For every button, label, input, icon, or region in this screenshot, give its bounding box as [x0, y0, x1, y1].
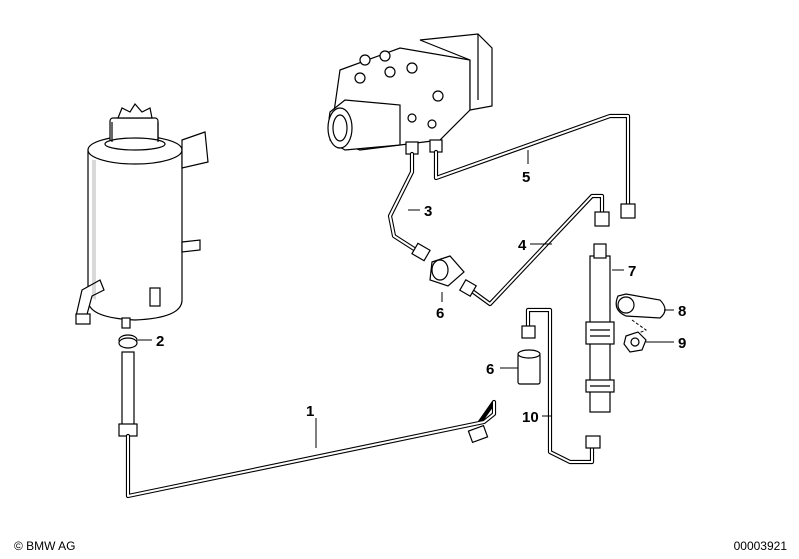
brake-pipe-10[interactable]: [521, 307, 601, 465]
copyright-label: © BMW AG: [14, 539, 76, 553]
callout-8: 8: [678, 303, 686, 320]
brake-pipe-3[interactable]: [387, 151, 431, 262]
leader-lines: [138, 150, 674, 448]
hex-nut[interactable]: [623, 331, 647, 353]
document-number: 00003921: [733, 539, 787, 553]
callout-10: 10: [522, 409, 539, 426]
callout-6-upper: 6: [436, 305, 444, 322]
brake-pipe-4[interactable]: [458, 193, 610, 307]
callout-2: 2: [156, 333, 164, 350]
callout-7: 7: [628, 263, 636, 280]
pipe-connector-upper[interactable]: [429, 255, 465, 287]
hose-clamp[interactable]: [118, 334, 138, 349]
callout-9: 9: [678, 335, 686, 352]
pressure-rod[interactable]: [585, 243, 615, 413]
brake-pipe-5[interactable]: [433, 113, 636, 219]
callout-3: 3: [424, 203, 432, 220]
brake-hose[interactable]: [118, 351, 138, 437]
callout-6-lower: 6: [486, 361, 494, 378]
callout-1: 1: [306, 403, 314, 420]
pipe-connector-lower[interactable]: [517, 349, 541, 385]
callout-4: 4: [518, 237, 527, 254]
pipe-clip[interactable]: [615, 293, 666, 335]
brake-pipe-1[interactable]: [125, 399, 497, 499]
reservoir[interactable]: [75, 102, 209, 329]
callout-5: 5: [522, 169, 530, 186]
hydraulic-unit[interactable]: [327, 33, 493, 155]
